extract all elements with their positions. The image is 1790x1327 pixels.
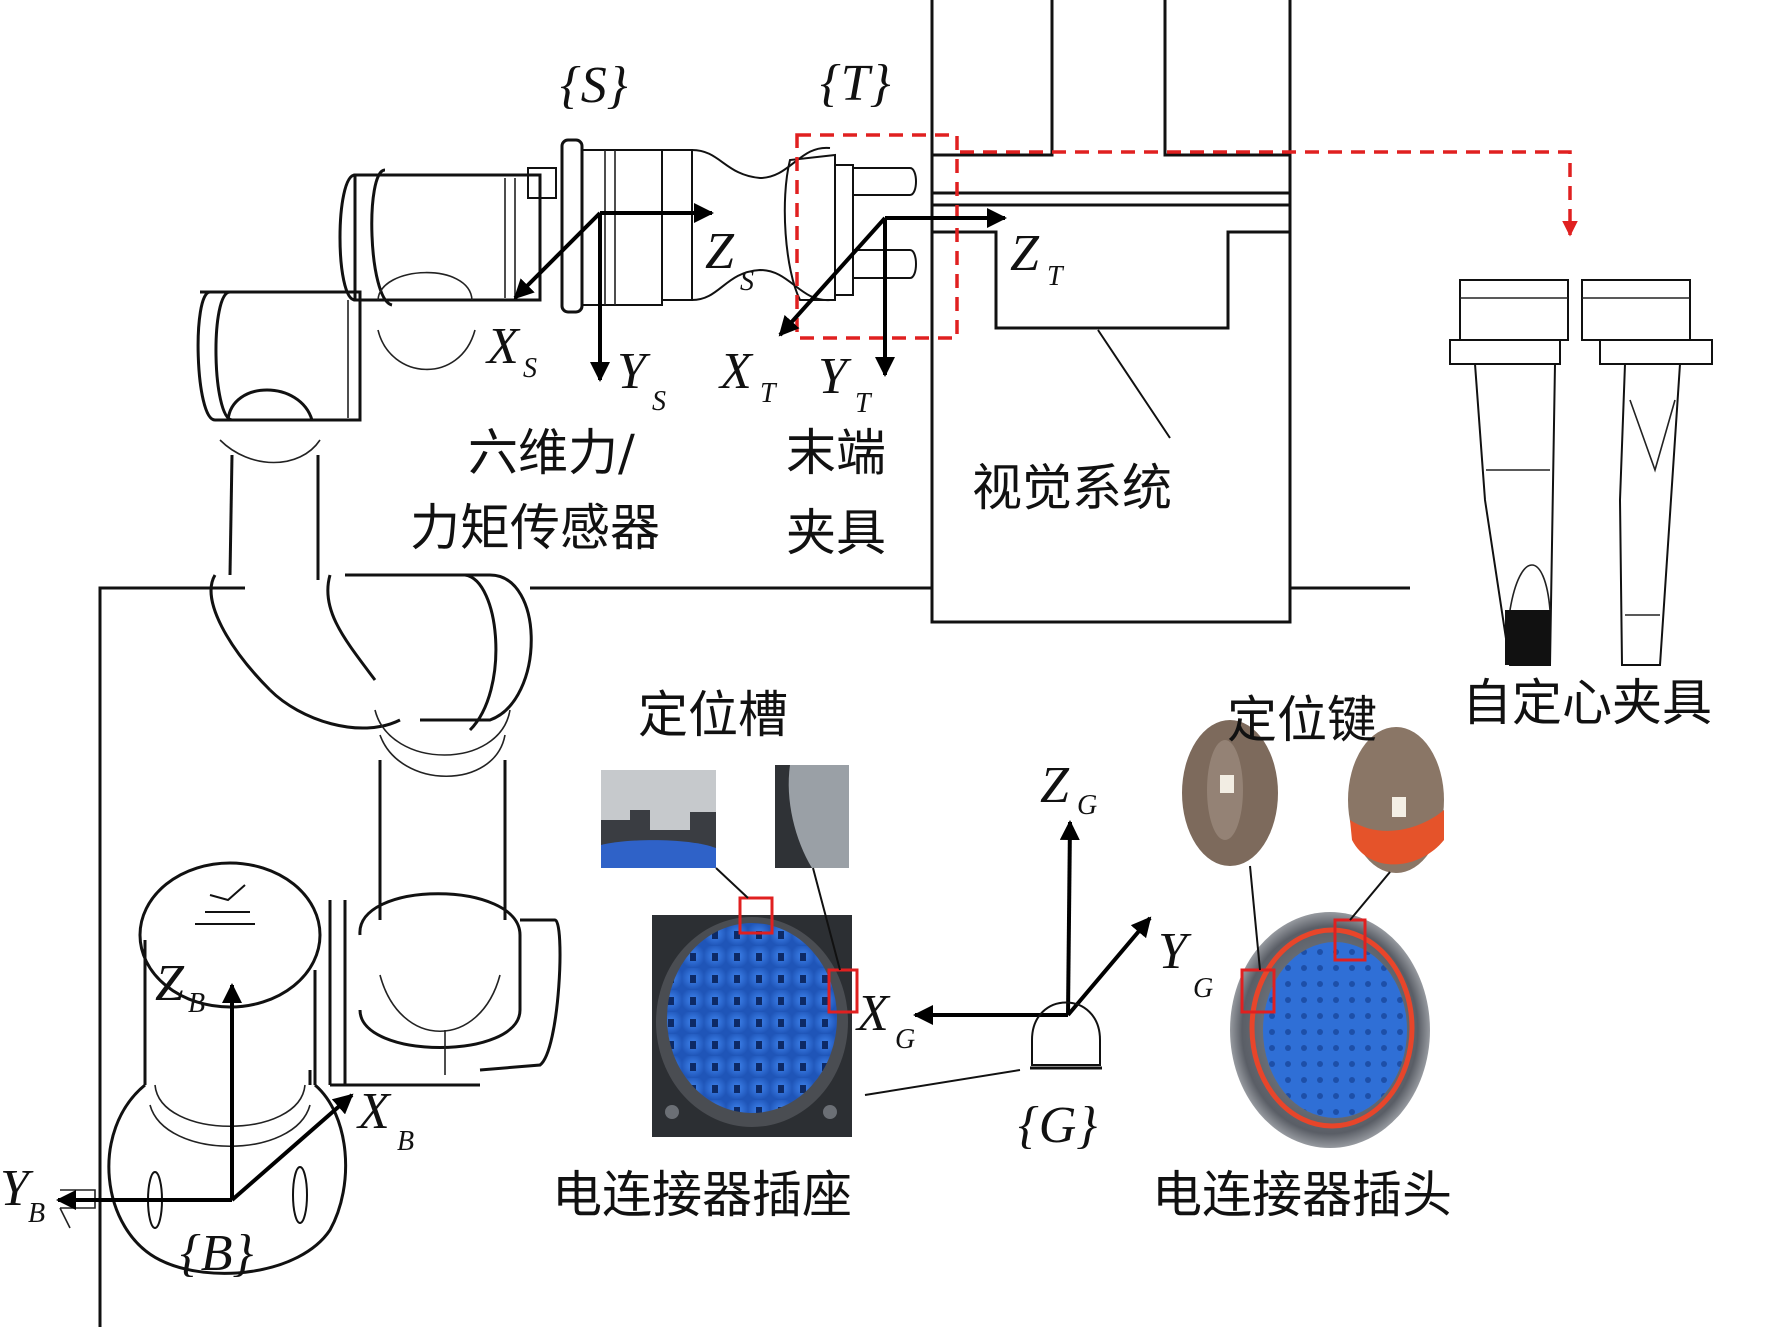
slot-marker-top <box>738 896 774 935</box>
self-centering-gripper <box>1449 279 1713 666</box>
slot-marker-side <box>827 968 859 1014</box>
axis-sub: T <box>760 378 778 409</box>
workbench <box>98 586 1410 1327</box>
highlight-callout <box>795 133 1578 340</box>
frame-label-s: {S} <box>560 57 628 114</box>
key-marker-left <box>1240 968 1276 1014</box>
axis-label-zb: Z B <box>155 955 205 1019</box>
axis-label-ys: Y S <box>617 343 666 417</box>
vision-leader-line <box>1097 329 1171 439</box>
slot-inset-photos <box>601 765 849 971</box>
label-end-gripper-line1: 末端 <box>786 424 886 482</box>
axis-main: Z <box>155 955 185 1012</box>
connector-plug <box>1230 912 1430 1148</box>
axis-sub: S <box>523 353 537 384</box>
label-connector-socket: 电连接器插座 <box>552 1166 852 1224</box>
ft-sensor <box>527 138 831 314</box>
socket-leader-line <box>864 1069 1021 1096</box>
axis-label-xg: X G <box>855 985 915 1055</box>
robot-arm <box>59 168 562 1275</box>
axis-sub: T <box>1047 261 1065 292</box>
axis-sub: T <box>855 388 873 419</box>
axis-main: Z <box>1040 757 1070 814</box>
axis-main: Z <box>1010 225 1040 282</box>
axis-label-zs: Z S <box>705 223 754 297</box>
frame-s-axes <box>513 203 714 382</box>
axis-label-xs: X S <box>485 318 537 384</box>
axis-label-xt: X T <box>718 343 778 409</box>
axis-sub: G <box>1193 973 1213 1004</box>
axis-main: Y <box>818 348 852 405</box>
axis-main: Y <box>0 1160 34 1217</box>
axis-main: Y <box>1158 923 1192 980</box>
label-ft-sensor-line1: 六维力/ <box>468 424 635 482</box>
label-vision-system: 视觉系统 <box>972 459 1172 517</box>
key-inset-photos <box>1182 720 1444 971</box>
axis-label-yb: Y B <box>0 1160 45 1229</box>
connector-socket <box>652 896 859 1137</box>
frame-label-b: {B} <box>180 1225 254 1282</box>
axis-label-xb: X B <box>356 1083 414 1157</box>
axis-label-yg: Y G <box>1158 923 1213 1004</box>
axis-main: X <box>718 343 754 400</box>
gripper-jaw-pad <box>1505 610 1550 665</box>
axis-sub: G <box>1077 790 1097 821</box>
axis-sub: G <box>895 1024 915 1055</box>
axis-label-zg: Z G <box>1040 757 1097 821</box>
label-locating-slot: 定位槽 <box>638 686 788 744</box>
axis-main: X <box>356 1083 392 1140</box>
axis-label-zt: Z T <box>1010 225 1065 292</box>
axis-sub: B <box>28 1198 45 1229</box>
end-gripper <box>783 153 917 301</box>
axis-label-yt: Y T <box>818 348 873 419</box>
axis-main: X <box>485 318 521 375</box>
axis-main: Y <box>617 343 651 400</box>
frame-g-axes <box>864 820 1152 1096</box>
axis-main: Z <box>705 223 735 280</box>
label-locating-key: 定位键 <box>1227 691 1377 749</box>
axis-sub: B <box>397 1126 414 1157</box>
axis-main: X <box>855 985 891 1042</box>
axis-sub: S <box>652 386 666 417</box>
label-self-centering-gripper: 自定心夹具 <box>1462 674 1712 732</box>
axis-sub: S <box>740 266 754 297</box>
frame-b-axes <box>56 983 354 1210</box>
label-ft-sensor-line2: 力矩传感器 <box>410 499 660 557</box>
axis-sub: B <box>188 988 205 1019</box>
frame-label-t: {T} <box>820 55 891 112</box>
vision-system <box>930 0 1292 624</box>
frame-label-g: {G} <box>1018 1097 1097 1154</box>
frame-t-axes <box>778 208 1007 377</box>
label-end-gripper-line2: 夹具 <box>786 504 886 562</box>
label-connector-plug: 电连接器插头 <box>1152 1166 1452 1224</box>
